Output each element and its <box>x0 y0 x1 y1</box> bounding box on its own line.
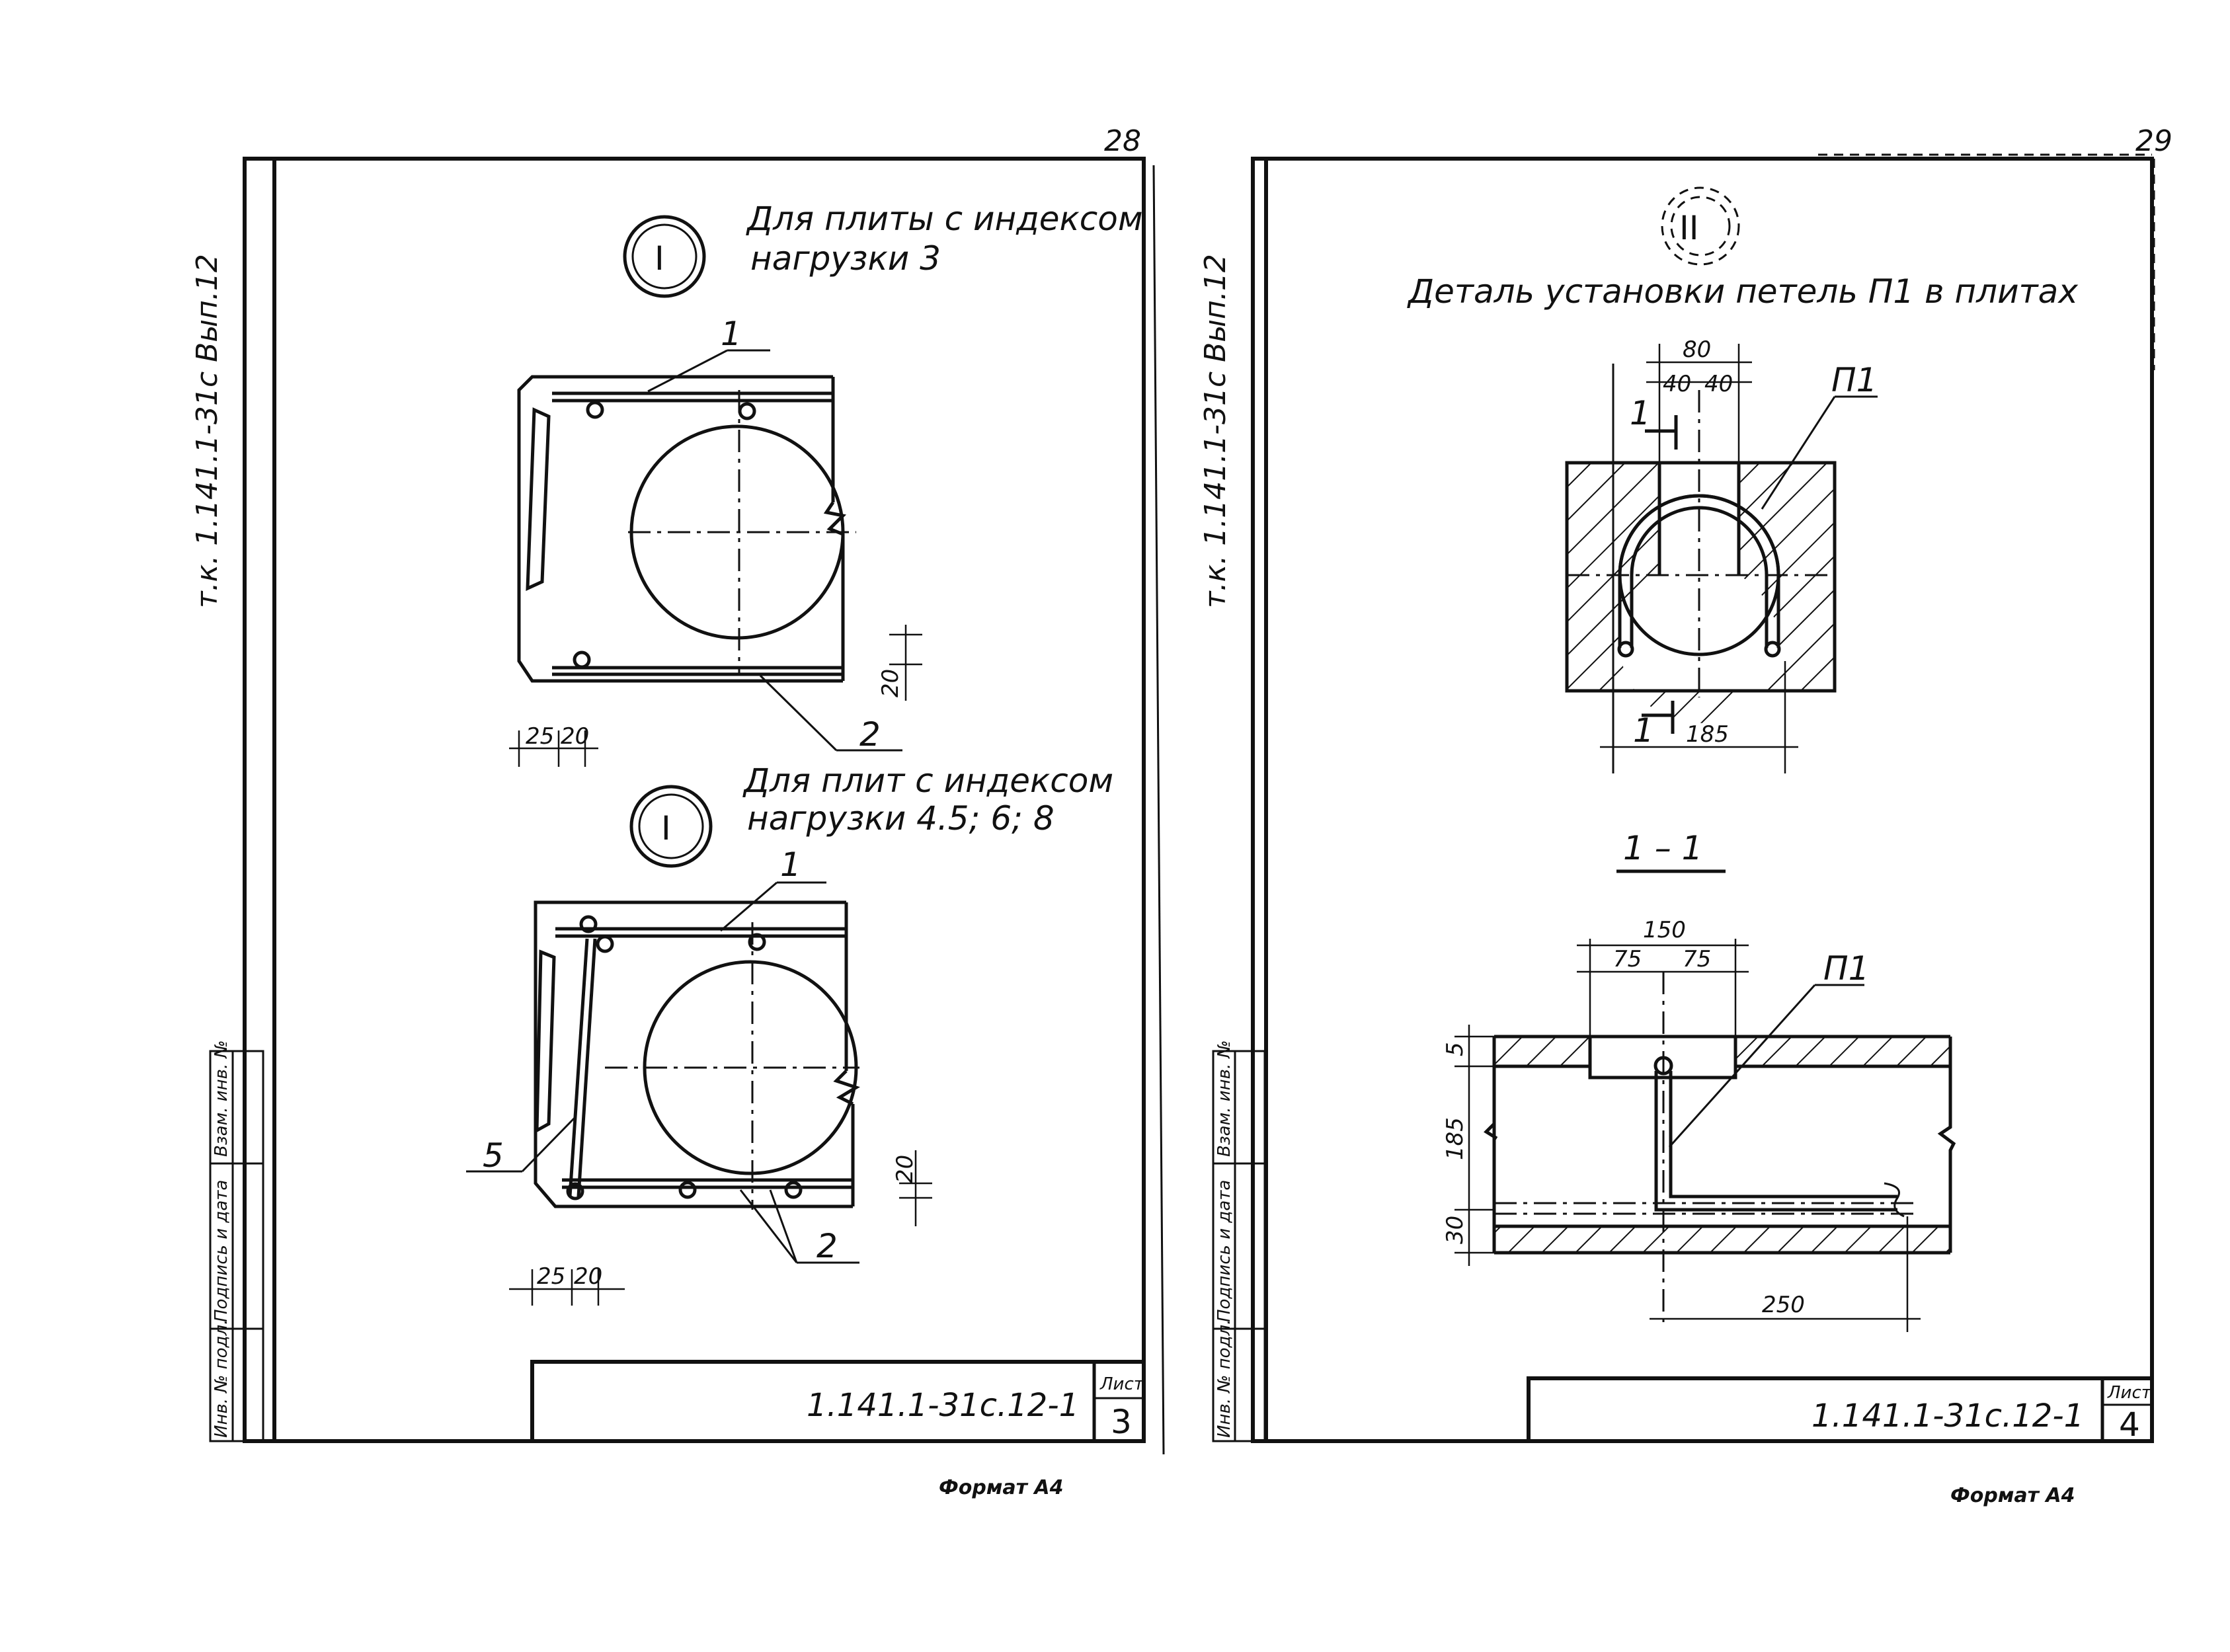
dim-20-vertical-b: 20 <box>892 1155 918 1183</box>
dim-20: 20 <box>561 723 589 750</box>
cut-mark-top-label: 1 <box>1630 394 1651 432</box>
dim-group-1: 25 20 20 <box>509 625 922 767</box>
left-stamp-code: 1.141.1-31с.12-1 <box>807 1387 1079 1424</box>
part-label-p1-top: П1 <box>1831 361 1877 399</box>
left-stamp: 1.141.1-31с.12-1 Лист 3 <box>530 1360 1146 1443</box>
dim-185-vertical: 185 <box>1442 1117 1468 1160</box>
right-format-label: Формат А4 <box>1950 1484 2075 1507</box>
right-stamp-sheet-number: 4 <box>2119 1405 2140 1444</box>
right-stamp-sheet-label: Лист <box>2107 1383 2152 1403</box>
left-detail-1: I Для плиты с индексом нагрузки 3 1 2 <box>509 200 1143 767</box>
dim-150: 150 <box>1643 917 1686 943</box>
right-page-number: 29 <box>2135 124 2172 158</box>
left-side-table: Инв. № подл. Подпись и дата Взам. инв. № <box>209 1040 264 1442</box>
callout-1b: 1 <box>780 846 801 884</box>
right-side-table-cell-3: Взам. инв. № <box>1215 1040 1234 1157</box>
detail-2-title-line-1: Для плит с индексом <box>742 762 1113 800</box>
left-stamp-sheet-label: Лист <box>1099 1374 1144 1394</box>
dim-185: 185 <box>1686 721 1729 748</box>
dim-30: 30 <box>1442 1216 1468 1244</box>
section-view: 150 75 75 5 185 30 250 П1 <box>1442 917 1956 1332</box>
right-detail-title: Деталь установки петель П1 в плитах <box>1407 272 2078 311</box>
detail-1-marker: I <box>655 239 664 278</box>
right-side-table-cell-1: Инв. № подл. <box>1215 1319 1234 1438</box>
plate-1-outline <box>517 375 843 683</box>
dim-75a: 75 <box>1613 946 1642 972</box>
cut-mark-bottom-label: 1 <box>1633 711 1654 750</box>
dim-group-2: 25 20 20 <box>509 1150 932 1306</box>
dim-25: 25 <box>526 723 554 750</box>
detail-1-title-line-1: Для плиты с индексом <box>746 200 1143 238</box>
detail-1-title-line-2: нагрузки 3 <box>750 239 941 278</box>
callout-5: 5 <box>483 1136 504 1175</box>
left-page-number: 28 <box>1104 124 1141 158</box>
plate-2-outline <box>534 900 853 1208</box>
left-format-label: Формат А4 <box>939 1476 1064 1499</box>
callout-2: 2 <box>859 715 881 754</box>
left-sheet: 28 т.к. 1.141.1-31с Вып.12 Инв. № подл. … <box>190 124 1165 1499</box>
right-stamp-code: 1.141.1-31с.12-1 <box>1812 1397 2084 1435</box>
left-detail-2: I Для плит с индексом нагрузки 4.5; 6; 8 <box>466 762 1113 1306</box>
left-stamp-sheet-number: 3 <box>1111 1403 1132 1441</box>
dim-80: 80 <box>1683 336 1711 363</box>
callout-2b: 2 <box>816 1227 838 1265</box>
dim-20-vertical: 20 <box>877 669 904 697</box>
callout-1: 1 <box>721 315 742 353</box>
dim-5: 5 <box>1442 1042 1468 1056</box>
plate-1-groove <box>526 407 551 591</box>
left-side-table-cell-2: Подпись и дата <box>212 1180 231 1322</box>
left-side-table-cell-3: Взам. инв. № <box>212 1040 231 1157</box>
right-side-code: т.к. 1.141.1-31с Вып.12 <box>1199 254 1232 608</box>
detail-2-marker: I <box>661 809 671 847</box>
left-fold-line <box>1152 165 1165 1455</box>
detail-II-marker-circle <box>1661 186 1740 266</box>
section-label: 1 – 1 <box>1623 829 1702 867</box>
dim-20b: 20 <box>574 1263 602 1290</box>
dim-40b: 40 <box>1704 371 1733 397</box>
dim-75b: 75 <box>1683 946 1711 972</box>
plan-view: 80 40 40 1 1 185 П1 <box>1565 336 1878 773</box>
right-stamp: 1.141.1-31с.12-1 Лист 4 <box>1527 1376 2154 1444</box>
plate-2-groove <box>535 949 556 1134</box>
dim-40a: 40 <box>1663 371 1691 397</box>
right-sheet: 29 т.к. 1.141.1-31с Вып.12 Инв. № подл. … <box>1199 124 2172 1507</box>
left-side-code: т.к. 1.141.1-31с Вып.12 <box>190 254 224 608</box>
loop-p1-plan <box>1618 494 1780 648</box>
loop-p1-section <box>1654 1071 1897 1212</box>
detail-II-marker: II <box>1679 209 1699 247</box>
part-label-p1-bottom: П1 <box>1823 949 1869 988</box>
left-side-table-cell-1: Инв. № подл. <box>212 1319 231 1438</box>
dim-25b: 25 <box>537 1263 565 1290</box>
right-side-table: Инв. № подл. Подпись и дата Взам. инв. № <box>1212 1040 1266 1442</box>
right-side-table-cell-2: Подпись и дата <box>1215 1180 1234 1322</box>
dim-250: 250 <box>1762 1292 1805 1318</box>
rebar-5 <box>577 938 597 1197</box>
detail-2-title-line-2: нагрузки 4.5; 6; 8 <box>747 799 1055 838</box>
